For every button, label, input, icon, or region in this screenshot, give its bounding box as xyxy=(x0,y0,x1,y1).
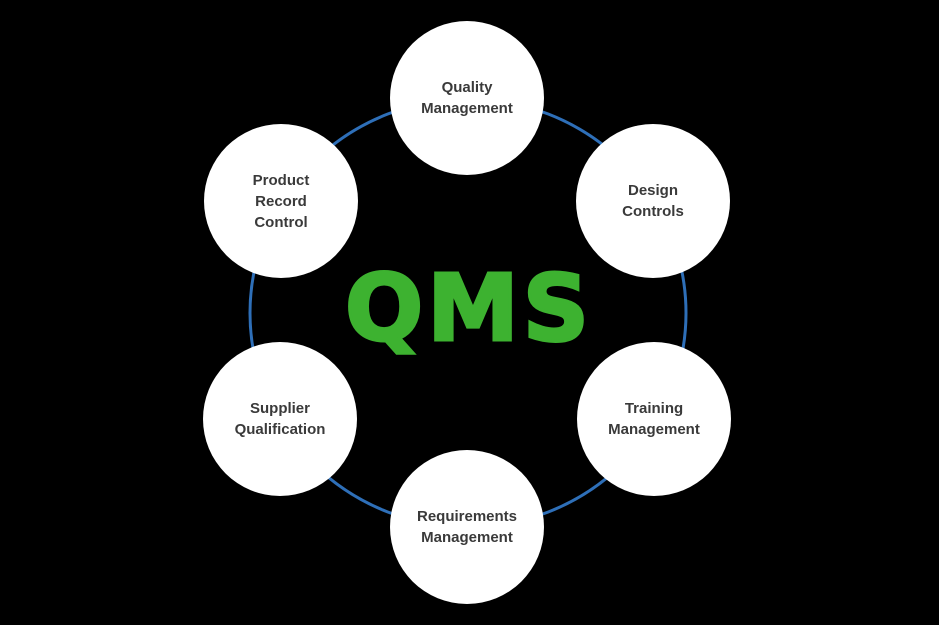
node-label: Training Management xyxy=(608,400,700,438)
node-label: Requirements Management xyxy=(416,508,518,546)
node-label: Design Controls xyxy=(622,182,684,220)
node-quality-management: Quality Management xyxy=(390,21,544,175)
node-training-management: Training Management xyxy=(577,342,731,496)
center-title: QMS xyxy=(343,253,594,363)
node-label: Supplier Qualification xyxy=(234,400,326,438)
node-requirements-management: Requirements Management xyxy=(390,450,544,604)
node-supplier-qualification: Supplier Qualification xyxy=(203,342,357,496)
node-label: Quality Management xyxy=(421,79,513,117)
node-design-controls: Design Controls xyxy=(576,124,730,278)
node-label: Product Record Control xyxy=(252,171,310,231)
node-product-record-control: Product Record Control xyxy=(204,124,358,278)
